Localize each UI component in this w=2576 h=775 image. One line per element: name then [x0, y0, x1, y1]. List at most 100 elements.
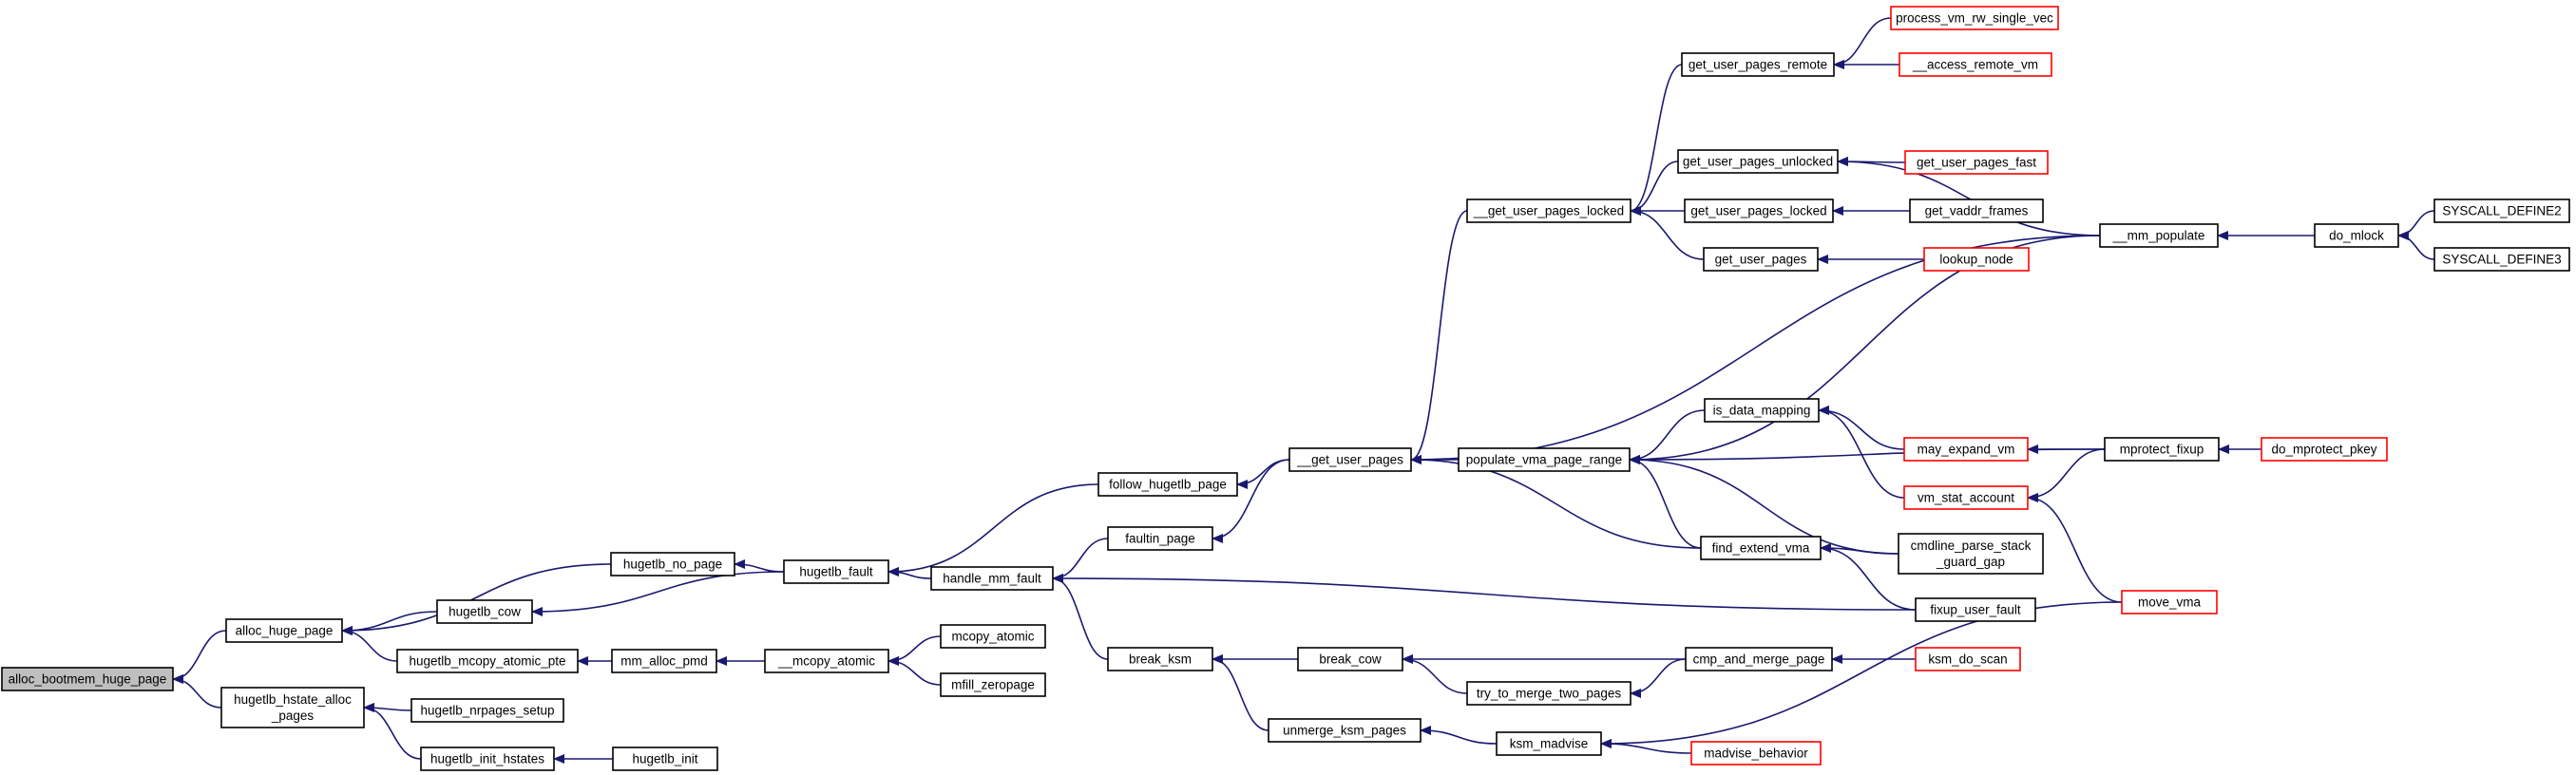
function-node[interactable]: do_mlock: [2314, 223, 2399, 248]
node-label: follow_hugetlb_page: [1109, 478, 1227, 492]
function-node[interactable]: hugetlb_init: [612, 747, 718, 771]
function-node[interactable]: ksm_do_scan: [1915, 647, 2021, 671]
call-edge: [1420, 726, 1498, 745]
node-box: [1704, 398, 1820, 423]
node-box: [1700, 536, 1822, 560]
function-node[interactable]: populate_vma_page_range: [1458, 447, 1631, 472]
function-node[interactable]: mcopy_atomic: [940, 624, 1046, 649]
node-box: [420, 747, 555, 771]
node-box: [2104, 437, 2220, 462]
function-node[interactable]: move_vma: [2121, 590, 2218, 614]
call-edge: [1600, 601, 2123, 748]
function-node[interactable]: lookup_node: [1923, 247, 2030, 272]
function-node[interactable]: cmdline_parse_stack_guard_gap: [1898, 533, 2044, 575]
node-box: [1898, 533, 2044, 575]
node-box: [1684, 198, 1834, 223]
function-node[interactable]: get_user_pages_remote: [1681, 52, 1835, 77]
function-node[interactable]: __access_remote_vm: [1899, 52, 2052, 77]
node-label: hugetlb_init_hstates: [430, 752, 544, 766]
function-node[interactable]: break_ksm: [1107, 647, 1213, 671]
function-node[interactable]: alloc_huge_page: [225, 618, 343, 643]
node-label: alloc_bootmem_huge_page: [9, 672, 167, 687]
function-node[interactable]: hugetlb_hstate_alloc_pages: [220, 687, 365, 728]
call-edge: [341, 611, 438, 635]
node-box: [396, 649, 579, 673]
call-edge: [1402, 654, 1468, 694]
function-node[interactable]: is_data_mapping: [1704, 398, 1820, 423]
node-label: SYSCALL_DEFINE2: [2442, 204, 2561, 218]
call-edge: [1630, 161, 1679, 216]
node-label: get_user_pages_remote: [1689, 58, 1827, 72]
call-edge: [172, 674, 222, 709]
function-node[interactable]: get_user_pages: [1703, 247, 1819, 272]
node-box: [2121, 590, 2218, 614]
node-label: alloc_huge_page: [236, 624, 334, 638]
function-node[interactable]: get_user_pages_unlocked: [1677, 149, 1839, 174]
node-label: ksm_madvise: [1510, 737, 1589, 751]
function-node[interactable]: hugetlb_init_hstates: [420, 747, 555, 771]
function-node[interactable]: do_mprotect_pkey: [2261, 437, 2388, 462]
call-edge: [1600, 739, 1692, 754]
function-node[interactable]: SYSCALL_DEFINE2: [2433, 198, 2570, 223]
function-node[interactable]: __mm_populate: [2099, 223, 2219, 248]
node-box: [1923, 247, 2030, 272]
function-node[interactable]: try_to_merge_two_pages: [1466, 681, 1631, 706]
function-node[interactable]: hugetlb_cow: [436, 599, 533, 624]
call-edge: [363, 703, 422, 760]
node-box: [1690, 741, 1822, 766]
function-node[interactable]: faultin_page: [1107, 526, 1213, 551]
function-node[interactable]: mfill_zeropage: [940, 672, 1046, 697]
node-label: ksm_do_scan: [1928, 652, 2007, 667]
node-label: hugetlb_fault: [799, 565, 873, 579]
call-edge: [2027, 448, 2106, 502]
node-label: mcopy_atomic: [951, 630, 1034, 644]
function-node[interactable]: __mcopy_atomic: [764, 649, 889, 673]
function-node[interactable]: unmerge_ksm_pages: [1268, 718, 1422, 743]
function-node[interactable]: __get_user_pages_locked: [1466, 198, 1631, 223]
node-box: [1685, 647, 1833, 671]
function-node[interactable]: handle_mm_fault: [930, 566, 1054, 591]
function-node[interactable]: break_cow: [1297, 647, 1403, 671]
node-label: _guard_gap: [1936, 555, 2005, 569]
function-node[interactable]: mm_alloc_pmd: [611, 649, 717, 673]
function-node[interactable]: alloc_bootmem_huge_page: [1, 667, 174, 691]
node-box: [1909, 198, 2044, 223]
function-node[interactable]: fixup_user_fault: [1915, 597, 2036, 622]
function-node[interactable]: mprotect_fixup: [2104, 437, 2220, 462]
node-box: [940, 672, 1046, 697]
call-edge: [1212, 654, 1269, 731]
function-node[interactable]: hugetlb_fault: [783, 559, 889, 584]
function-node[interactable]: vm_stat_account: [1903, 485, 2029, 510]
call-edge: [1410, 455, 1702, 549]
function-node[interactable]: get_vaddr_frames: [1909, 198, 2044, 223]
function-node[interactable]: get_user_pages_fast: [1904, 150, 2049, 175]
function-node[interactable]: hugetlb_nrpages_setup: [410, 698, 564, 723]
function-node[interactable]: get_user_pages_locked: [1684, 198, 1834, 223]
call-edge: [1630, 206, 1705, 260]
function-node[interactable]: may_expand_vm: [1903, 437, 2029, 462]
node-box: [410, 698, 564, 723]
function-node[interactable]: cmp_and_merge_page: [1685, 647, 1833, 671]
node-box: [2433, 247, 2570, 272]
function-node[interactable]: find_extend_vma: [1700, 536, 1822, 560]
node-box: [1496, 731, 1602, 756]
node-box: [1097, 472, 1238, 497]
node-box: [930, 566, 1054, 591]
node-label: get_user_pages: [1715, 253, 1807, 267]
call-edge: [1818, 406, 1905, 499]
function-node[interactable]: hugetlb_no_page: [610, 552, 735, 577]
function-node[interactable]: SYSCALL_DEFINE3: [2433, 247, 2570, 272]
function-node[interactable]: follow_hugetlb_page: [1097, 472, 1238, 497]
function-node[interactable]: process_vm_rw_single_vec: [1890, 6, 2059, 30]
function-node[interactable]: hugetlb_mcopy_atomic_pte: [396, 649, 579, 673]
node-label: get_user_pages_locked: [1690, 204, 1826, 218]
node-label: hugetlb_init: [632, 752, 697, 766]
function-node[interactable]: ksm_madvise: [1496, 731, 1602, 756]
call-edge: [2027, 493, 2123, 603]
function-node[interactable]: __get_user_pages: [1288, 447, 1412, 472]
function-node[interactable]: madvise_behavior: [1690, 741, 1822, 766]
call-edge: [2397, 210, 2435, 240]
node-box: [1297, 647, 1403, 671]
node-box: [1288, 447, 1412, 472]
